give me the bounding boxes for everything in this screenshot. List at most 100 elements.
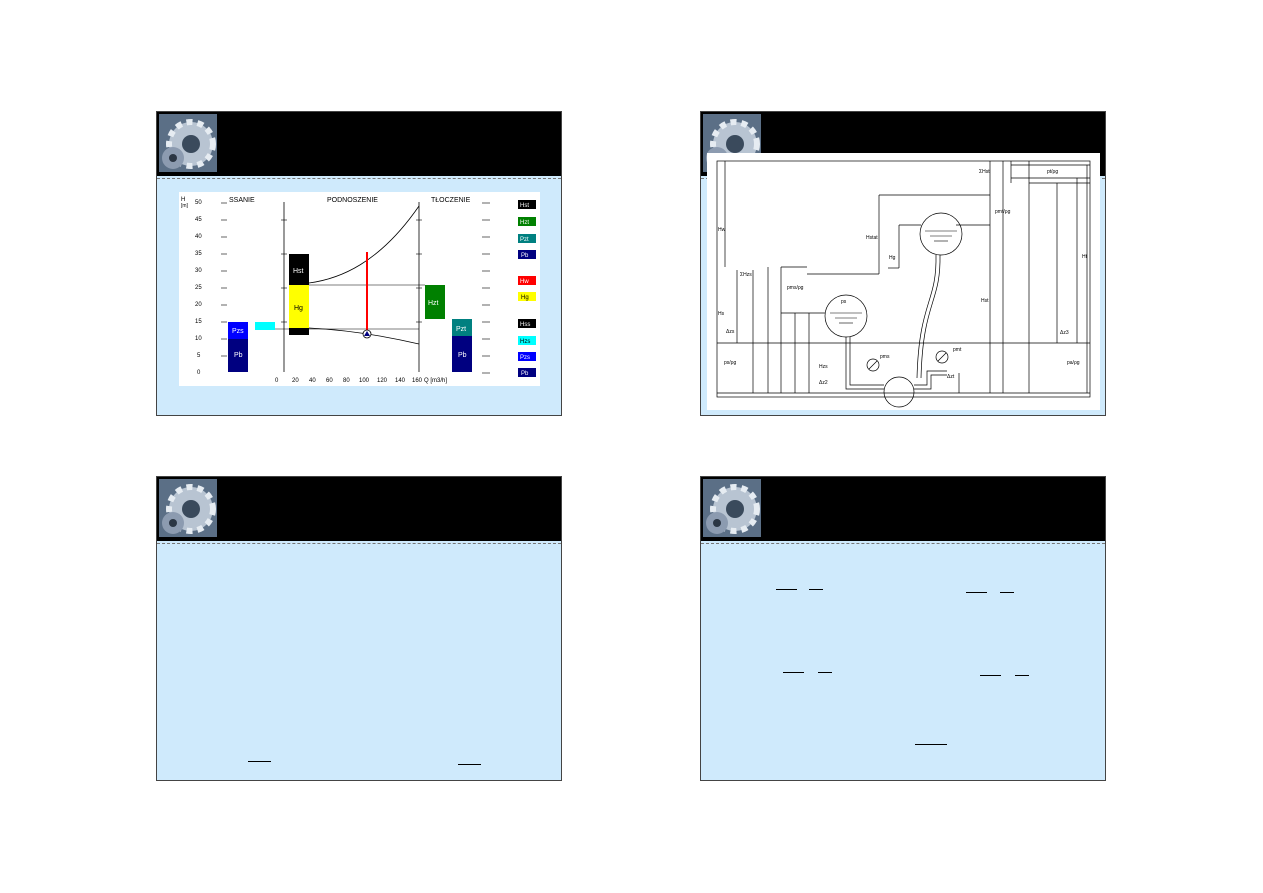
hst-block [289,254,309,285]
y-axis-unit: [m] [181,203,189,209]
label-p-ms: pms [880,354,890,360]
pump-icon [883,376,915,408]
x-tick-0: 0 [275,378,279,384]
x-tick-120: 120 [377,378,388,384]
y-tick-20: 20 [195,302,202,308]
suction-gauge-icon [866,358,880,372]
fraction-bar [458,764,481,765]
label-h-g: Hg [889,255,896,261]
y-tick-50: 50 [195,200,202,206]
legend-hss: Hss [520,322,530,328]
x-axis: 0 20 40 60 80 100 120 140 160 Q [m3/h] [275,378,447,384]
x-axis-title: Q [m3/h] [424,378,447,384]
pb-right-label: Pb [458,352,467,359]
pzt-block [452,319,472,336]
legend-swatch-pb-1 [518,250,536,259]
section-tloczenie: TŁOCZENIE [431,197,471,204]
label-h-t: Ht [1082,254,1088,260]
label-h-stat: Hstat [866,235,878,241]
slide-title-bar [157,112,561,176]
legend-swatch-hzs [518,336,536,345]
legend-hg: Hg [521,295,529,301]
gear-icon [159,114,217,172]
fraction-bar [1000,592,1014,593]
fraction-bar [980,675,1001,676]
fraction-bar [809,589,823,590]
y-axis-title: H [181,197,185,203]
section-ssanie: SSANIE [229,197,255,204]
x-tick-80: 80 [343,378,350,384]
label-sum-h-st: ΣHst [979,169,990,175]
gear-icon [703,479,761,537]
label-dz-s: Δzs [726,329,735,335]
gear-icon [159,479,217,537]
label-dz-3: Δz3 [1060,330,1069,336]
section-podnoszenie: PODNOSZENIE [327,197,378,204]
hss-block [289,328,309,335]
title-divider [157,543,561,544]
hzt-label: Hzt [428,300,439,307]
pump-head-chart: SSANIE PODNOSZENIE TŁOCZENIE H [m] 50 45… [181,197,536,384]
legend-hzt: Hzt [520,220,529,226]
legend-swatch-pb-2 [518,368,536,377]
legend-hzs: Hzs [520,339,530,345]
fraction-bar [776,589,797,590]
title-divider [701,543,1105,544]
slide-title-bar [701,477,1105,541]
diagram-panel: ΣHst Hw Hstat Hg Hs Δzs Hst Hzs Δz2 Δzt … [707,153,1100,410]
fraction-bar [783,672,804,673]
x-tick-20: 20 [292,378,299,384]
fraction-bar [818,672,832,673]
fraction-bar [915,744,947,745]
discharge-tank [919,212,963,256]
hg-block [289,285,309,328]
legend-swatch-hss [518,319,536,328]
y-tick-15: 15 [195,319,202,325]
label-pms-rg: pms/ρg [787,285,804,291]
x-tick-160: 160 [412,378,423,384]
pb-left-block [228,339,248,372]
slide-4 [700,476,1106,781]
pzt-label: Pzt [456,326,466,333]
legend-pb-1: Pb [521,253,529,259]
discharge-gauge-icon [935,350,949,364]
slide-title-bar [157,477,561,541]
y-axis: 50 45 40 35 30 25 20 15 10 5 0 [195,200,202,376]
legend-swatch-hw [518,276,536,285]
x-tick-40: 40 [309,378,316,384]
chart-panel: SSANIE PODNOSZENIE TŁOCZENIE H [m] 50 45… [179,192,540,386]
hst-label: Hst [293,268,304,275]
legend-swatch-hg [518,292,536,301]
label-dz-2: Δz2 [819,380,828,386]
y-tick-0: 0 [197,370,201,376]
fraction-bar [966,592,987,593]
y-tick-40: 40 [195,234,202,240]
label-h-s: Hs [718,311,725,317]
label-pmt-rg: pmt/ρg [995,209,1011,215]
pb-right-block [452,336,472,372]
slide-2: ΣHst Hw Hstat Hg Hs Δzs Hst Hzs Δz2 Δzt … [700,111,1106,416]
y-tick-35: 35 [195,251,202,257]
label-ps-rg: ps/ρg [724,360,737,366]
x-tick-140: 140 [395,378,406,384]
legend-pzt: Pzt [520,237,529,243]
legend-pzs: Pzs [520,355,530,361]
fraction-bar [248,761,271,762]
hg-label: Hg [294,305,303,312]
label-h-st: Hst [981,298,989,304]
label-h-zs: Hzs [819,364,828,370]
y-tick-30: 30 [195,268,202,274]
y-tick-25: 25 [195,285,202,291]
system-curve [308,205,420,284]
label-h-w: Hw [718,227,726,233]
label-dz-t: Δzt [947,374,955,380]
pzs-block [228,322,248,339]
x-tick-60: 60 [326,378,333,384]
y-tick-10: 10 [195,336,202,342]
hzt-block [425,285,445,319]
y-tick-5: 5 [197,353,201,359]
legend-swatch-hst [518,200,536,209]
label-pt-rg: pt/ρg [1047,169,1058,175]
legend-hw: Hw [520,279,529,285]
slide-1: SSANIE PODNOSZENIE TŁOCZENIE H [m] 50 45… [156,111,562,416]
